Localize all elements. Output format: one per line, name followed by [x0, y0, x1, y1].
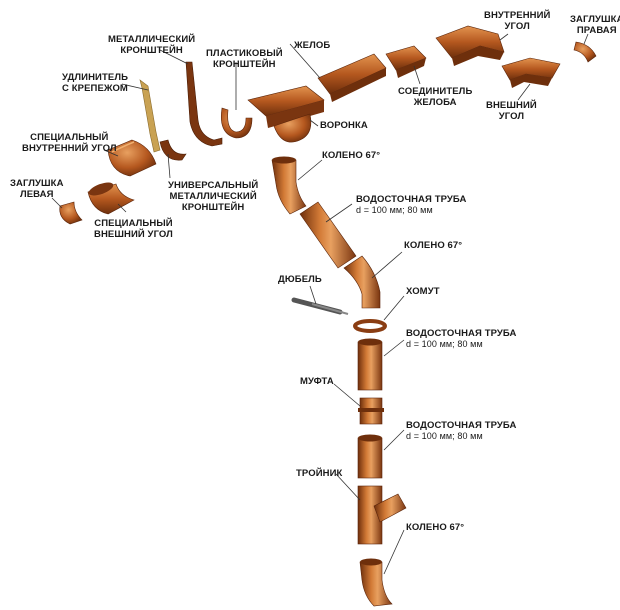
- clamp-part: [353, 319, 387, 333]
- plastic-bracket-part: [221, 107, 253, 139]
- label-line: d = 100 мм; 80 мм: [406, 339, 483, 349]
- label-line: ВОДОСТОЧНАЯ ТРУБА: [356, 194, 467, 205]
- label-dowel: ДЮБЕЛЬ: [278, 274, 322, 285]
- label-line: ВОДОСТОЧНАЯ ТРУБА: [406, 328, 517, 339]
- label-line: ХОМУТ: [406, 286, 440, 297]
- label-line: МУФТА: [300, 376, 334, 387]
- label-elbow-mid: КОЛЕНО 67°: [404, 240, 462, 251]
- label-downpipe-2: ВОДОСТОЧНАЯ ТРУБА d = 100 мм; 80 мм: [406, 328, 516, 350]
- coupling-part: [358, 397, 384, 425]
- label-line: СОЕДИНИТЕЛЬ: [398, 86, 473, 97]
- label-line: КОЛЕНО 67°: [322, 150, 381, 161]
- left-cap-part: [59, 201, 83, 225]
- label-line: МЕТАЛЛИЧЕСКИЙ: [169, 191, 257, 202]
- gutter-part: [317, 53, 387, 102]
- label-special-inner-corner: СПЕЦИАЛЬНЫЙ ВНУТРЕННИЙ УГОЛ: [22, 132, 117, 154]
- label-line: ПЛАСТИКОВЫЙ: [206, 48, 283, 59]
- downpipe-1-part: [299, 201, 357, 269]
- label-metal-bracket: МЕТАЛЛИЧЕСКИЙ КРОНШТЕЙН: [108, 34, 195, 56]
- label-outer-corner: ВНЕШНИЙ УГОЛ: [486, 100, 537, 122]
- elbow-bottom-part: [359, 558, 393, 607]
- universal-bracket-part: [159, 139, 187, 161]
- label-line: МЕТАЛЛИЧЕСКИЙ: [108, 34, 196, 45]
- dowel-part: [291, 297, 349, 315]
- label-universal-bracket: УНИВЕРСАЛЬНЫЙ МЕТАЛЛИЧЕСКИЙ КРОНШТЕЙН: [168, 180, 258, 213]
- label-line: КРОНШТЕЙН: [213, 59, 276, 70]
- label-elbow-top: КОЛЕНО 67°: [322, 150, 380, 161]
- label-gutter: ЖЕЛОБ: [294, 40, 330, 51]
- label-line: СПЕЦИАЛЬНЫЙ: [30, 132, 109, 143]
- label-coupling: МУФТА: [300, 376, 334, 387]
- funnel-part: [247, 85, 325, 143]
- label-line: ТРОЙНИК: [296, 468, 343, 479]
- label-funnel: ВОРОНКА: [320, 120, 368, 131]
- label-line: ДЮБЕЛЬ: [278, 274, 322, 285]
- label-line: ВОДОСТОЧНАЯ ТРУБА: [406, 420, 517, 431]
- gutter-connector-part: [385, 45, 427, 78]
- extender-part: [139, 79, 161, 153]
- label-line: СПЕЦИАЛЬНЫЙ: [94, 218, 173, 229]
- outer-corner-part: [501, 57, 561, 88]
- label-line: УГОЛ: [498, 111, 525, 122]
- elbow-mid-part: [343, 255, 381, 309]
- label-line: ВНЕШНИЙ УГОЛ: [94, 229, 173, 240]
- label-tee: ТРОЙНИК: [296, 468, 342, 479]
- label-line: ВНУТРЕННИЙ УГОЛ: [22, 143, 117, 154]
- right-cap-part: [573, 41, 597, 63]
- metal-bracket-part: [185, 61, 223, 147]
- label-downpipe-3: ВОДОСТОЧНАЯ ТРУБА d = 100 мм; 80 мм: [406, 420, 516, 442]
- label-line: УДЛИНИТЕЛЬ: [62, 72, 129, 83]
- elbow-top-part: [271, 156, 307, 215]
- label-left-cap: ЗАГЛУШКА ЛЕВАЯ: [10, 178, 64, 200]
- label-line: ВОРОНКА: [320, 120, 368, 131]
- label-line: КОЛЕНО 67°: [404, 240, 463, 251]
- label-line: ЖЕЛОБА: [413, 97, 457, 108]
- downpipe-3-part: [357, 434, 383, 479]
- label-line: ПРАВАЯ: [576, 25, 617, 36]
- special-inner-corner-part: [107, 139, 157, 177]
- label-plastic-bracket: ПЛАСТИКОВЫЙ КРОНШТЕЙН: [206, 48, 283, 70]
- label-inner-corner: ВНУТРЕННИЙ УГОЛ: [484, 10, 550, 32]
- label-line: УНИВЕРСАЛЬНЫЙ: [168, 180, 259, 191]
- label-line: d = 100 мм; 80 мм: [356, 205, 433, 215]
- label-line: ВНЕШНИЙ: [486, 100, 537, 111]
- label-line: КРОНШТЕЙН: [120, 45, 183, 56]
- inner-corner-part: [435, 25, 505, 66]
- label-line: УГОЛ: [504, 21, 530, 32]
- label-clamp: ХОМУТ: [406, 286, 440, 297]
- label-downpipe-1: ВОДОСТОЧНАЯ ТРУБА d = 100 мм; 80 мм: [356, 194, 466, 216]
- label-line: ЗАГЛУШКА: [10, 178, 64, 189]
- label-line: d = 100 мм; 80 мм: [406, 431, 483, 441]
- label-elbow-bottom: КОЛЕНО 67°: [406, 522, 464, 533]
- label-line: ЖЕЛОБ: [294, 40, 331, 51]
- label-line: КРОНШТЕЙН: [181, 202, 245, 213]
- label-gutter-connector: СОЕДИНИТЕЛЬ ЖЕЛОБА: [398, 86, 472, 108]
- label-line: КОЛЕНО 67°: [406, 522, 465, 533]
- label-line: ЛЕВАЯ: [19, 189, 54, 200]
- label-line: ВНУТРЕННИЙ: [484, 10, 551, 21]
- tee-part: [357, 485, 407, 545]
- leader-lines: [51, 33, 589, 575]
- special-outer-corner-part: [87, 182, 135, 215]
- label-special-outer-corner: СПЕЦИАЛЬНЫЙ ВНЕШНИЙ УГОЛ: [94, 218, 173, 240]
- label-right-cap: ЗАГЛУШКА ПРАВАЯ: [570, 14, 620, 36]
- downpipe-2-part: [357, 338, 383, 391]
- label-line: ЗАГЛУШКА: [570, 14, 620, 25]
- label-line: С КРЕПЕЖОМ: [62, 83, 128, 94]
- label-extender: УДЛИНИТЕЛЬ С КРЕПЕЖОМ: [62, 72, 128, 94]
